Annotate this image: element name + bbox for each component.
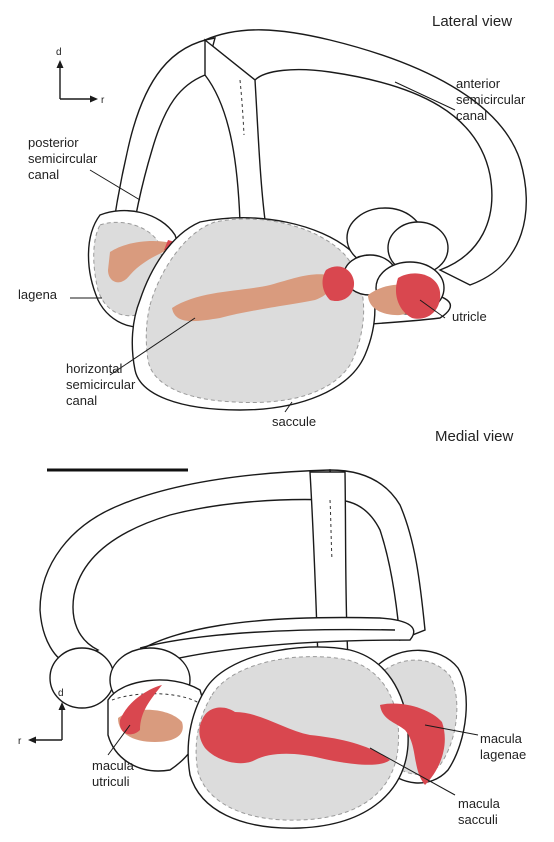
- orientation-axes-bottom: d r: [18, 688, 66, 747]
- rostral-arrow-bottom-icon: [28, 737, 36, 744]
- macula-lagenae-label: macula lagenae: [480, 731, 526, 762]
- rostral-axis-label-bottom: r: [18, 736, 22, 747]
- medial-view-panel: Medial view: [18, 428, 526, 828]
- macula-utriculi-label: macula utriculi: [92, 758, 138, 789]
- lateral-view-panel: Lateral view d r: [18, 13, 529, 429]
- posterior-canal-label: posterior semicircular canal: [28, 135, 101, 182]
- lagena-label: lagena: [18, 287, 58, 302]
- saccule-label: saccule: [272, 414, 316, 429]
- dorsal-arrow-icon: [57, 60, 64, 68]
- medial-view-title: Medial view: [435, 428, 514, 445]
- macula-sacculi-label: macula sacculi: [458, 796, 504, 827]
- dorsal-axis-label: d: [56, 47, 62, 58]
- rostral-axis-label: r: [101, 95, 105, 106]
- rostral-arrow-icon: [90, 96, 98, 103]
- dorsal-axis-label-bottom: d: [58, 688, 64, 699]
- utricle-label: utricle: [452, 309, 487, 324]
- horizontal-canal-label: horizontal semicircular canal: [66, 361, 139, 408]
- orientation-axes-top: d r: [56, 47, 105, 106]
- lateral-view-title: Lateral view: [432, 13, 512, 30]
